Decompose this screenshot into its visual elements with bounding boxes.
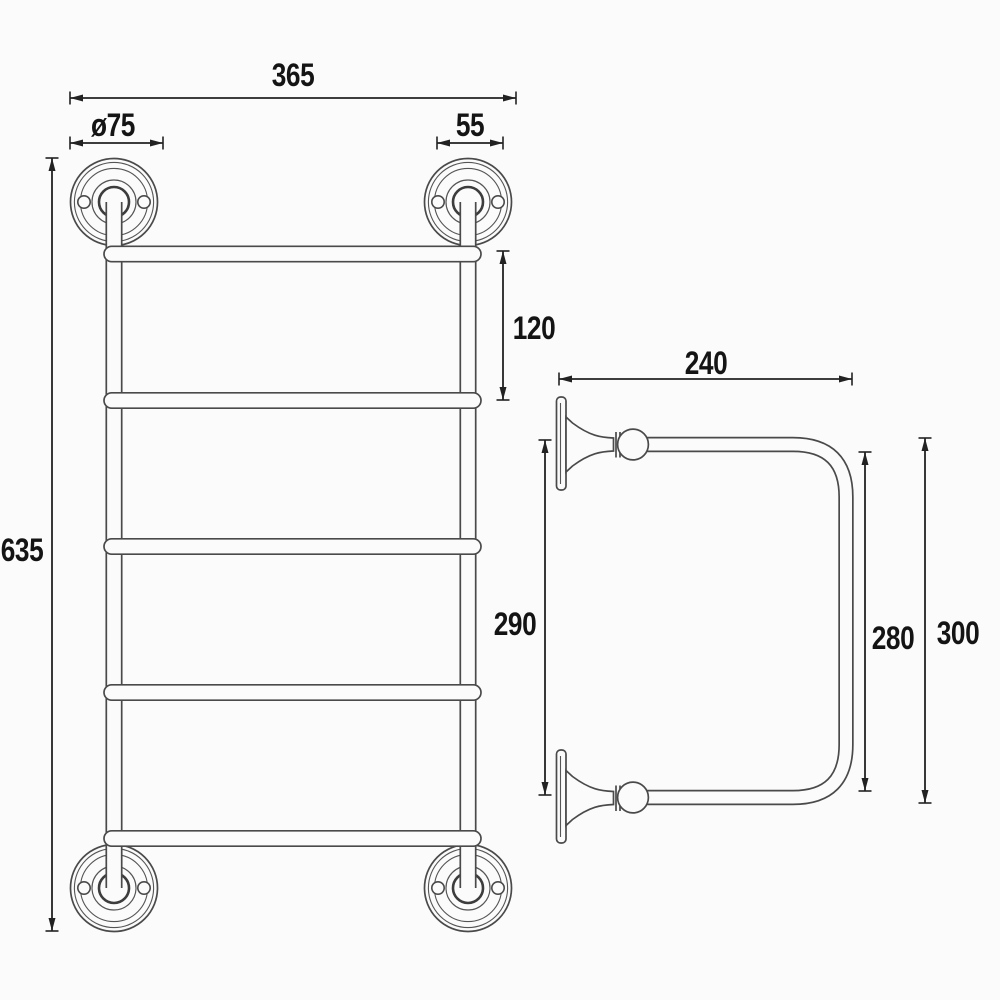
- overall-width-label: 365: [271, 57, 315, 93]
- towel-bars: [103, 245, 482, 848]
- inner-height-label: 280: [871, 620, 915, 656]
- dimension-outer-height: [918, 437, 932, 804]
- bracket-stem-top: [565, 415, 615, 474]
- towel-bar-2: [103, 391, 482, 410]
- projection-label: 240: [684, 345, 728, 381]
- side-view: [555, 396, 854, 844]
- overall-height-label: 635: [0, 532, 44, 568]
- bracket-ball-top: [616, 428, 650, 461]
- top-bar-spacing-label: 120: [512, 310, 556, 346]
- fixing-offset-label: 55: [455, 107, 485, 143]
- towel-bar-3: [103, 537, 482, 556]
- dimension-bracket-centres: [538, 439, 552, 796]
- bracket-stem-bottom: [565, 768, 615, 828]
- towel-bar-5: [103, 829, 482, 848]
- bracket-centres-label: 290: [493, 606, 537, 642]
- flange-diameter-label: ø75: [91, 107, 135, 143]
- dimension-overall-width: [69, 91, 517, 105]
- towel-bar-4: [103, 683, 482, 702]
- dimension-inner-height: [858, 451, 872, 792]
- wall-plate-bottom: [555, 749, 567, 844]
- side-bracket-bottom: [555, 749, 621, 844]
- dimension-flange-diameter: [69, 136, 164, 150]
- side-rail-profile: [616, 428, 854, 814]
- side-bracket-top: [555, 396, 621, 491]
- wall-plate-top: [555, 396, 567, 491]
- bracket-ball-bottom: [616, 781, 650, 814]
- dimension-top-bar-spacing: [496, 250, 510, 401]
- outer-height-label: 300: [936, 615, 980, 651]
- dimension-fixing-offset: [436, 136, 504, 150]
- dimension-annotations: [45, 91, 932, 932]
- dimension-projection: [558, 372, 853, 386]
- towel-bar-1: [103, 245, 482, 263]
- front-view: [69, 157, 513, 933]
- dimension-overall-height: [45, 157, 59, 932]
